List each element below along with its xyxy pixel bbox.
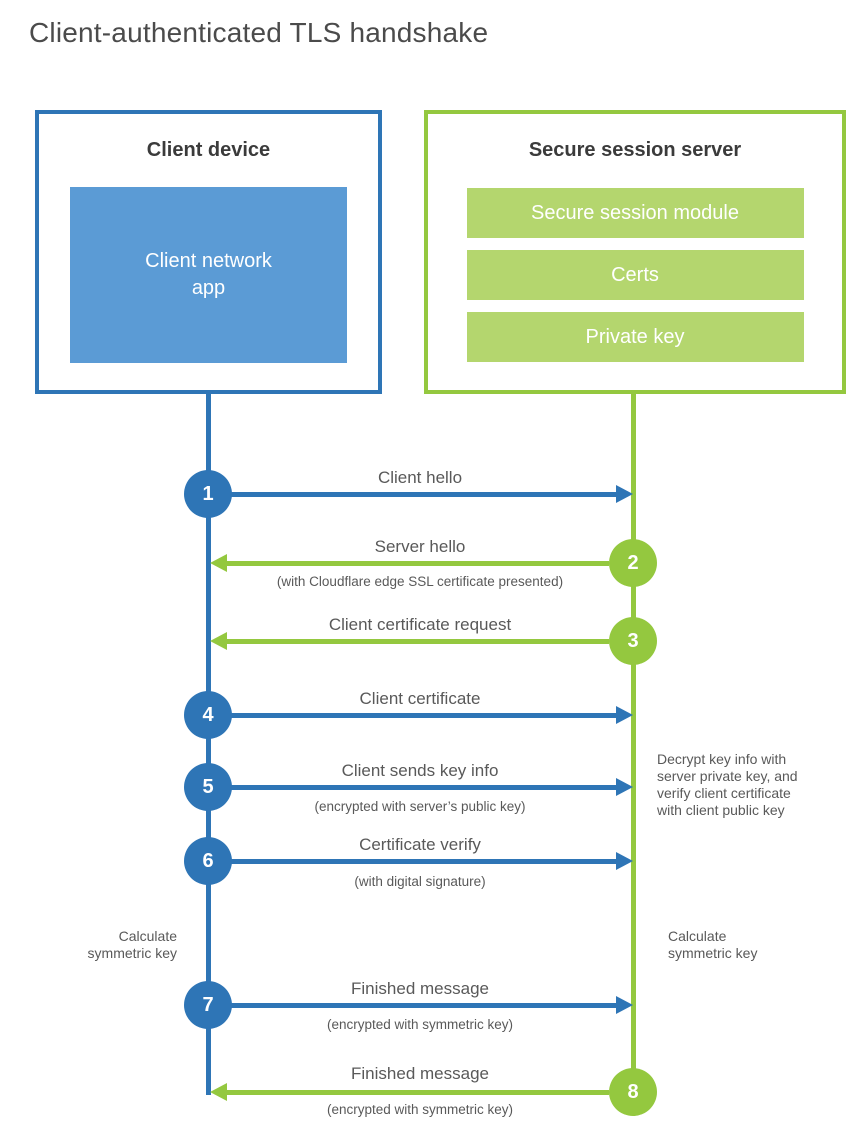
step-8-arrow xyxy=(227,1090,609,1095)
step-1-arrow xyxy=(230,492,616,497)
note-calculate-symmetric-key-client: Calculate symmetric key xyxy=(87,928,177,961)
step-5-badge: 5 xyxy=(184,763,232,811)
step-2-label: Server hello xyxy=(374,537,466,556)
step-4-arrowhead-icon xyxy=(616,706,633,724)
step-2-sublabel: (with Cloudflare edge SSL certificate pr… xyxy=(276,574,564,589)
step-6-arrowhead-icon xyxy=(616,852,633,870)
client-device-heading: Client device xyxy=(146,139,271,161)
step-4-label: Client certificate xyxy=(359,689,481,708)
step-6-sublabel: (with digital signature) xyxy=(354,874,486,889)
client-network-app-label: Client network app xyxy=(145,250,272,299)
step-6-arrow xyxy=(230,859,616,864)
step-8-label: Finished message xyxy=(351,1064,489,1083)
note-decrypt-key-info: Decrypt key info with server private key… xyxy=(657,751,798,818)
step-7-sublabel: (encrypted with symmetric key) xyxy=(326,1017,514,1032)
server-box: Secure session server Secure session mod… xyxy=(424,110,846,394)
step-8-badge: 8 xyxy=(609,1068,657,1116)
note-calculate-symmetric-key-server: Calculate symmetric key xyxy=(668,928,758,961)
step-3-badge: 3 xyxy=(609,617,657,665)
step-8-sublabel: (encrypted with symmetric key) xyxy=(326,1102,514,1117)
step-1-label: Client hello xyxy=(377,468,463,487)
step-5-arrow xyxy=(230,785,616,790)
step-8-arrowhead-icon xyxy=(210,1083,227,1101)
step-4-badge: 4 xyxy=(184,691,232,739)
step-3-arrowhead-icon xyxy=(210,632,227,650)
client-lifeline xyxy=(206,392,211,1095)
page-title: Client-authenticated TLS handshake xyxy=(29,17,489,48)
step-1-arrowhead-icon xyxy=(616,485,633,503)
server-heading: Secure session server xyxy=(528,139,742,161)
server-module-certs: Certs xyxy=(466,250,804,300)
step-6-label: Certificate verify xyxy=(359,835,481,854)
step-7-arrow xyxy=(230,1003,616,1008)
step-3-label: Client certificate request xyxy=(328,615,512,634)
step-2-arrowhead-icon xyxy=(210,554,227,572)
step-7-label: Finished message xyxy=(351,979,489,998)
server-lifeline xyxy=(631,392,636,1093)
client-device-box: Client device Client network app xyxy=(35,110,382,394)
server-module-private-key: Private key xyxy=(466,312,804,362)
step-4-arrow xyxy=(230,713,616,718)
step-5-label: Client sends key info xyxy=(341,761,499,780)
step-1-badge: 1 xyxy=(184,470,232,518)
step-3-arrow xyxy=(227,639,609,644)
step-5-sublabel: (encrypted with server’s public key) xyxy=(314,799,526,814)
server-module-secure-session: Secure session module xyxy=(466,188,804,238)
step-2-badge: 2 xyxy=(609,539,657,587)
step-5-arrowhead-icon xyxy=(616,778,633,796)
step-7-arrowhead-icon xyxy=(616,996,633,1014)
step-7-badge: 7 xyxy=(184,981,232,1029)
step-2-arrow xyxy=(227,561,609,566)
client-network-app-box: Client network app xyxy=(70,187,347,363)
step-6-badge: 6 xyxy=(184,837,232,885)
